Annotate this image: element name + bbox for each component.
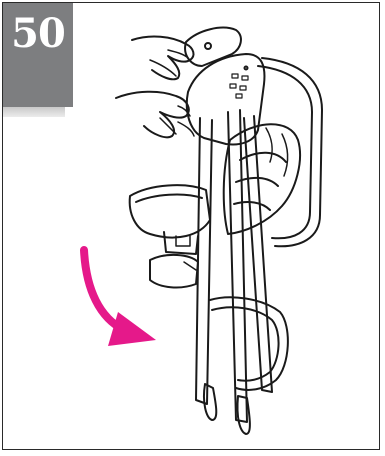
swing-base-loop — [210, 297, 288, 390]
swing-motor-cap — [185, 28, 241, 66]
curved-arrow-down-icon — [84, 250, 156, 346]
control-button — [242, 76, 248, 80]
swing-control-housing — [187, 54, 265, 144]
swing-foot-right — [237, 396, 249, 434]
hand-lower-icon — [116, 92, 189, 138]
hand-upper-icon — [132, 37, 193, 80]
swing-back-frame — [262, 58, 322, 246]
swing-foot-left — [204, 384, 216, 420]
control-button — [236, 94, 242, 98]
control-button — [240, 86, 246, 90]
control-button — [230, 84, 236, 88]
control-button — [232, 74, 238, 78]
